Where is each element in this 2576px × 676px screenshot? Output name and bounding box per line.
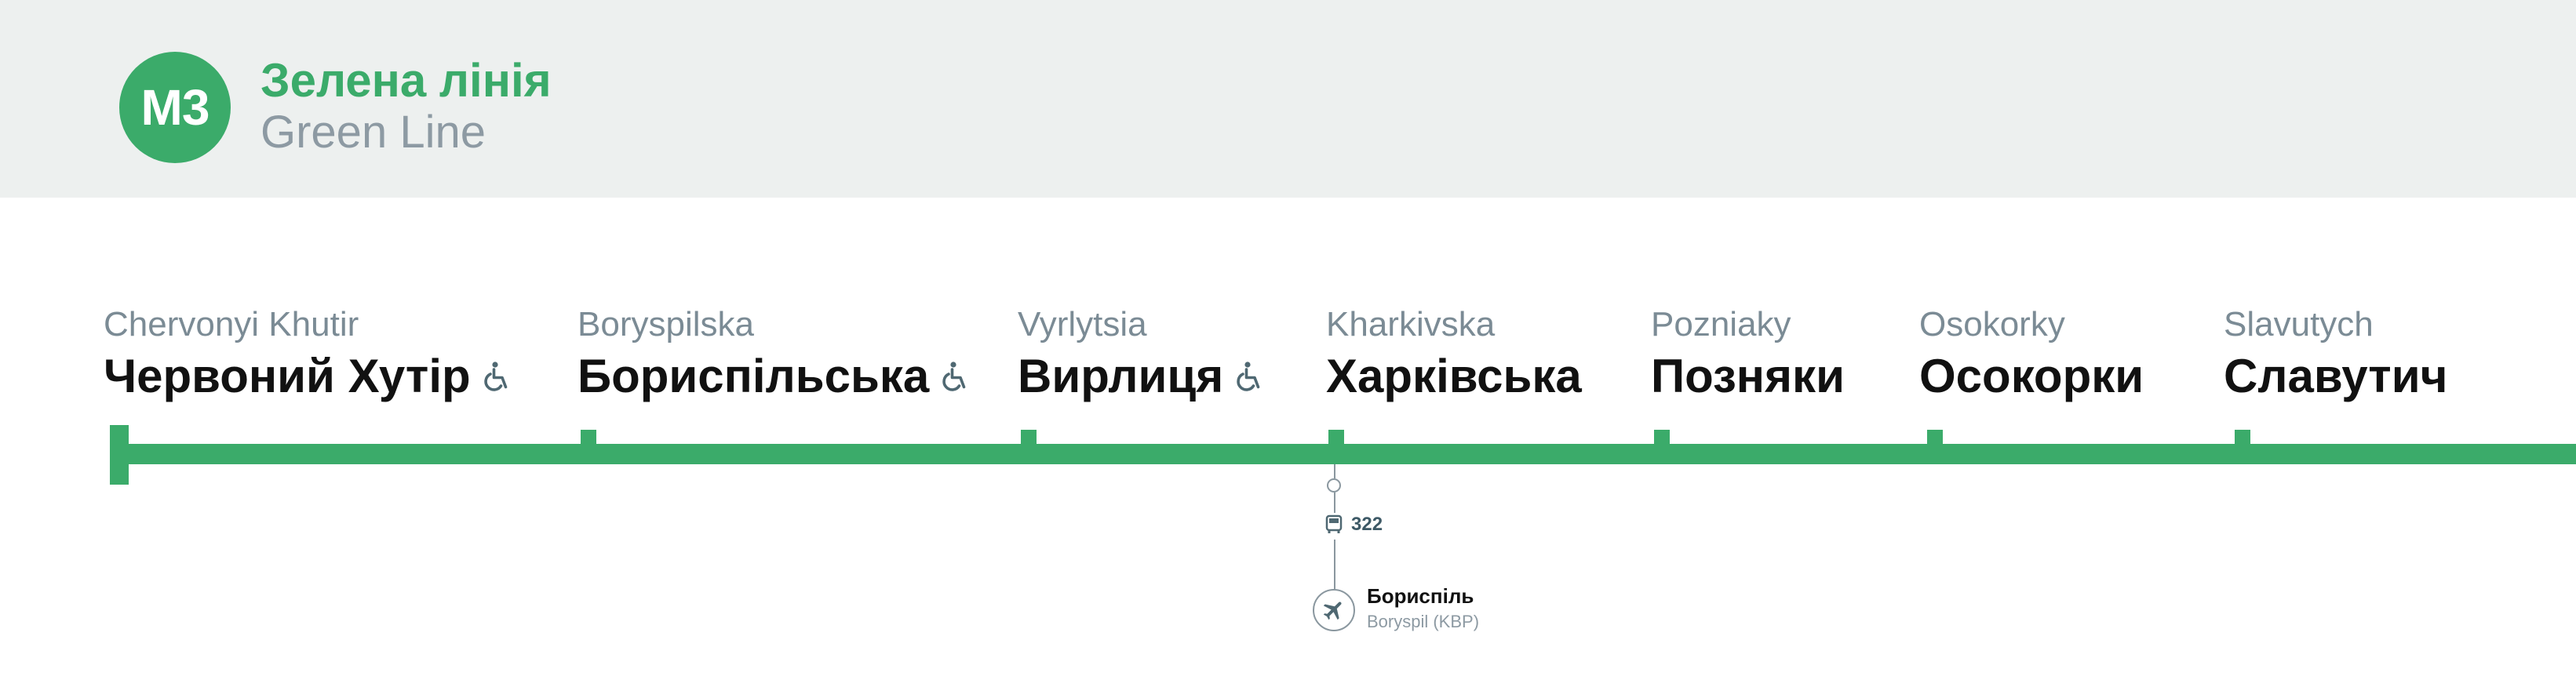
station-pozniaky[interactable]: Pozniaky Позняки xyxy=(1651,304,1845,405)
station-name-latin: Pozniaky xyxy=(1651,305,1791,343)
station-name-cyrillic: Бориспільська xyxy=(578,348,970,405)
station-marker xyxy=(1927,430,1943,449)
transfer-connector xyxy=(1334,492,1335,513)
transfer-connector xyxy=(1334,464,1335,478)
station-slavutych[interactable]: Slavutych Славутич xyxy=(2224,304,2447,405)
station-marker xyxy=(1021,430,1037,449)
transfer-node xyxy=(1327,478,1341,492)
station-marker xyxy=(1328,430,1344,449)
station-boryspilska[interactable]: Boryspilska Бориспільська xyxy=(578,304,970,405)
station-name-cyrillic: Позняки xyxy=(1651,350,1845,402)
transfer-connector xyxy=(1334,540,1335,589)
station-name-cyrillic: Осокорки xyxy=(1919,350,2144,402)
bus-icon xyxy=(1325,514,1343,533)
line-title-english: Green Line xyxy=(261,107,486,158)
station-name-cyrillic: Харківська xyxy=(1326,350,1582,402)
station-name-latin: Kharkivska xyxy=(1326,305,1496,343)
airplane-icon xyxy=(1313,589,1355,631)
station-marker xyxy=(1654,430,1670,449)
wheelchair-icon xyxy=(1237,362,1260,391)
wheelchair-icon xyxy=(942,362,966,391)
station-chervonyi-khutir[interactable]: Chervonyi Khutir Червоний Хутір xyxy=(104,304,512,405)
bus-route-number: 322 xyxy=(1351,514,1383,535)
station-name-cyrillic: Вирлиця xyxy=(1018,348,1264,405)
line-title-ukrainian: Зелена лінія xyxy=(261,54,552,107)
wheelchair-icon xyxy=(484,362,507,391)
station-name-cyrillic: Славутич xyxy=(2224,350,2448,402)
station-name-latin: Vyrlytsia xyxy=(1018,305,1147,343)
station-name-latin: Chervonyi Khutir xyxy=(104,305,359,343)
airport-name-cyrillic: Бориспіль xyxy=(1367,584,1474,608)
line-badge: M3 xyxy=(119,52,231,163)
station-osokorky[interactable]: Osokorky Осокорки xyxy=(1919,304,2144,405)
station-kharkivska[interactable]: Kharkivska Харківська xyxy=(1326,304,1582,405)
station-name-latin: Slavutych xyxy=(2224,305,2374,343)
station-name-cyrillic: Червоний Хутір xyxy=(104,348,512,405)
line-header: M3 Зелена лінія Green Line xyxy=(0,0,2576,198)
airport-name-latin: Boryspil (KBP) xyxy=(1367,612,1480,631)
station-name-latin: Osokorky xyxy=(1919,305,2065,343)
station-marker xyxy=(581,430,596,449)
station-marker xyxy=(2235,430,2250,449)
station-vyrlytsia[interactable]: Vyrlytsia Вирлиця xyxy=(1018,304,1264,405)
station-name-latin: Boryspilska xyxy=(578,305,754,343)
